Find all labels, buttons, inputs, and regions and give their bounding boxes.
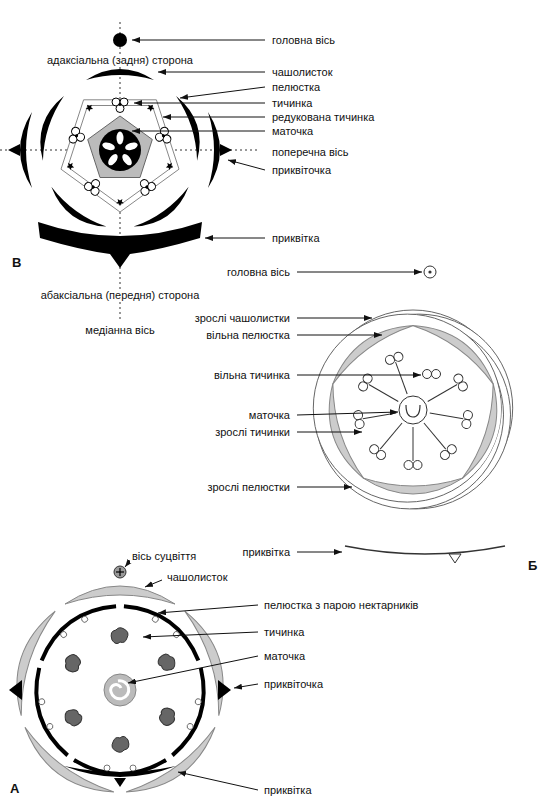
part-label: зрослі чашолистки [193,312,292,325]
part-label: приквітка [270,232,322,245]
part-label: головна вісь [270,34,337,47]
part-label: вільна тичинка [212,369,292,382]
part-label: чашолисток [270,66,334,79]
part-label: зрослі пелюстки [205,481,292,494]
part-label: поперечна вісь [270,146,351,159]
part-label: тичинка [262,626,306,639]
part-label: медіанна вісь [83,324,156,337]
part-label: пелюстка [270,81,322,94]
part-label: вісь суцвіття [130,550,198,563]
part-label: приквіточка [262,678,325,691]
part-label: приквітка [240,546,292,559]
panel-letter: В [10,256,23,269]
part-label: приквіточка [270,164,333,177]
part-label: маточка [247,409,292,422]
panel-letter: А [8,782,21,795]
part-label: абаксіальна (передня) сторона [39,289,202,302]
panel-letter: Б [526,559,539,572]
part-label: пелюстка з парою нектарників [262,599,420,612]
part-label: вільна пелюстка [204,329,292,342]
part-label: маточка [270,125,315,138]
part-label: адаксіальна (задня) сторона [45,54,195,67]
part-label: зрослі тичинки [213,426,292,439]
part-label: тичинка [270,97,314,110]
part-label: головна вісь [225,266,292,279]
part-label: редукована тичинка [270,111,376,124]
part-label: маточка [262,650,307,663]
part-label: чашолисток [165,571,229,584]
part-label: приквітка [262,784,314,797]
